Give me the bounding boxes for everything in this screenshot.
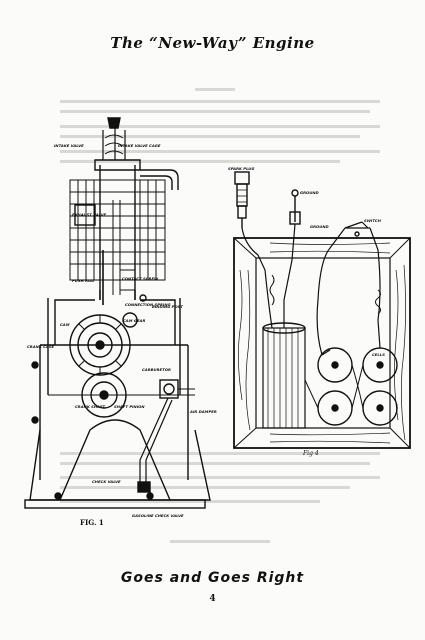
label-ground-top: Ground bbox=[300, 190, 319, 195]
label-exhaust-valve: Exhaust valve bbox=[72, 212, 107, 217]
page-number: 4 bbox=[209, 594, 216, 604]
label-connection-spring: Connection spring bbox=[125, 302, 171, 307]
label-intake-valve: Intake valve bbox=[54, 143, 84, 148]
label-cam: Cam bbox=[60, 322, 70, 327]
page-title: The “New-Way” Engine bbox=[110, 34, 315, 52]
label-check-valve: Check valve bbox=[92, 479, 121, 484]
label-contact-screw: Contact screw bbox=[122, 276, 159, 281]
label-spark-plug: Spark plug bbox=[228, 166, 255, 171]
figure-4-caption: Fig 4 bbox=[303, 450, 319, 457]
label-crank-shaft: Crank shaft bbox=[75, 404, 106, 409]
figure-1-caption: FIG. 1 bbox=[80, 518, 104, 527]
label-binding-post: Binding post bbox=[152, 304, 183, 309]
label-air-damper: Air damper bbox=[190, 409, 217, 414]
engine-cross-section-figure bbox=[24, 117, 211, 509]
label-switch: Switch bbox=[364, 218, 381, 223]
label-push-rod: Push rod bbox=[72, 278, 95, 283]
label-carburetor: Carburetor bbox=[142, 367, 171, 372]
label-ground-box: Ground bbox=[310, 224, 329, 229]
footer-slogan: Goes and Goes Right bbox=[120, 570, 305, 586]
ignition-wiring-figure bbox=[233, 171, 411, 449]
label-gasoline-check-valve: Gasoline check valve bbox=[132, 513, 184, 518]
label-intake-valve-cage: Intake valve cage bbox=[118, 143, 161, 148]
label-shaft-pinion: Shaft pinion bbox=[114, 404, 145, 409]
label-cells: Cells bbox=[372, 352, 385, 357]
label-cam-gear: Cam gear bbox=[123, 318, 146, 323]
cooling-fins bbox=[69, 179, 166, 281]
label-crank-case: Crank case bbox=[27, 344, 55, 349]
